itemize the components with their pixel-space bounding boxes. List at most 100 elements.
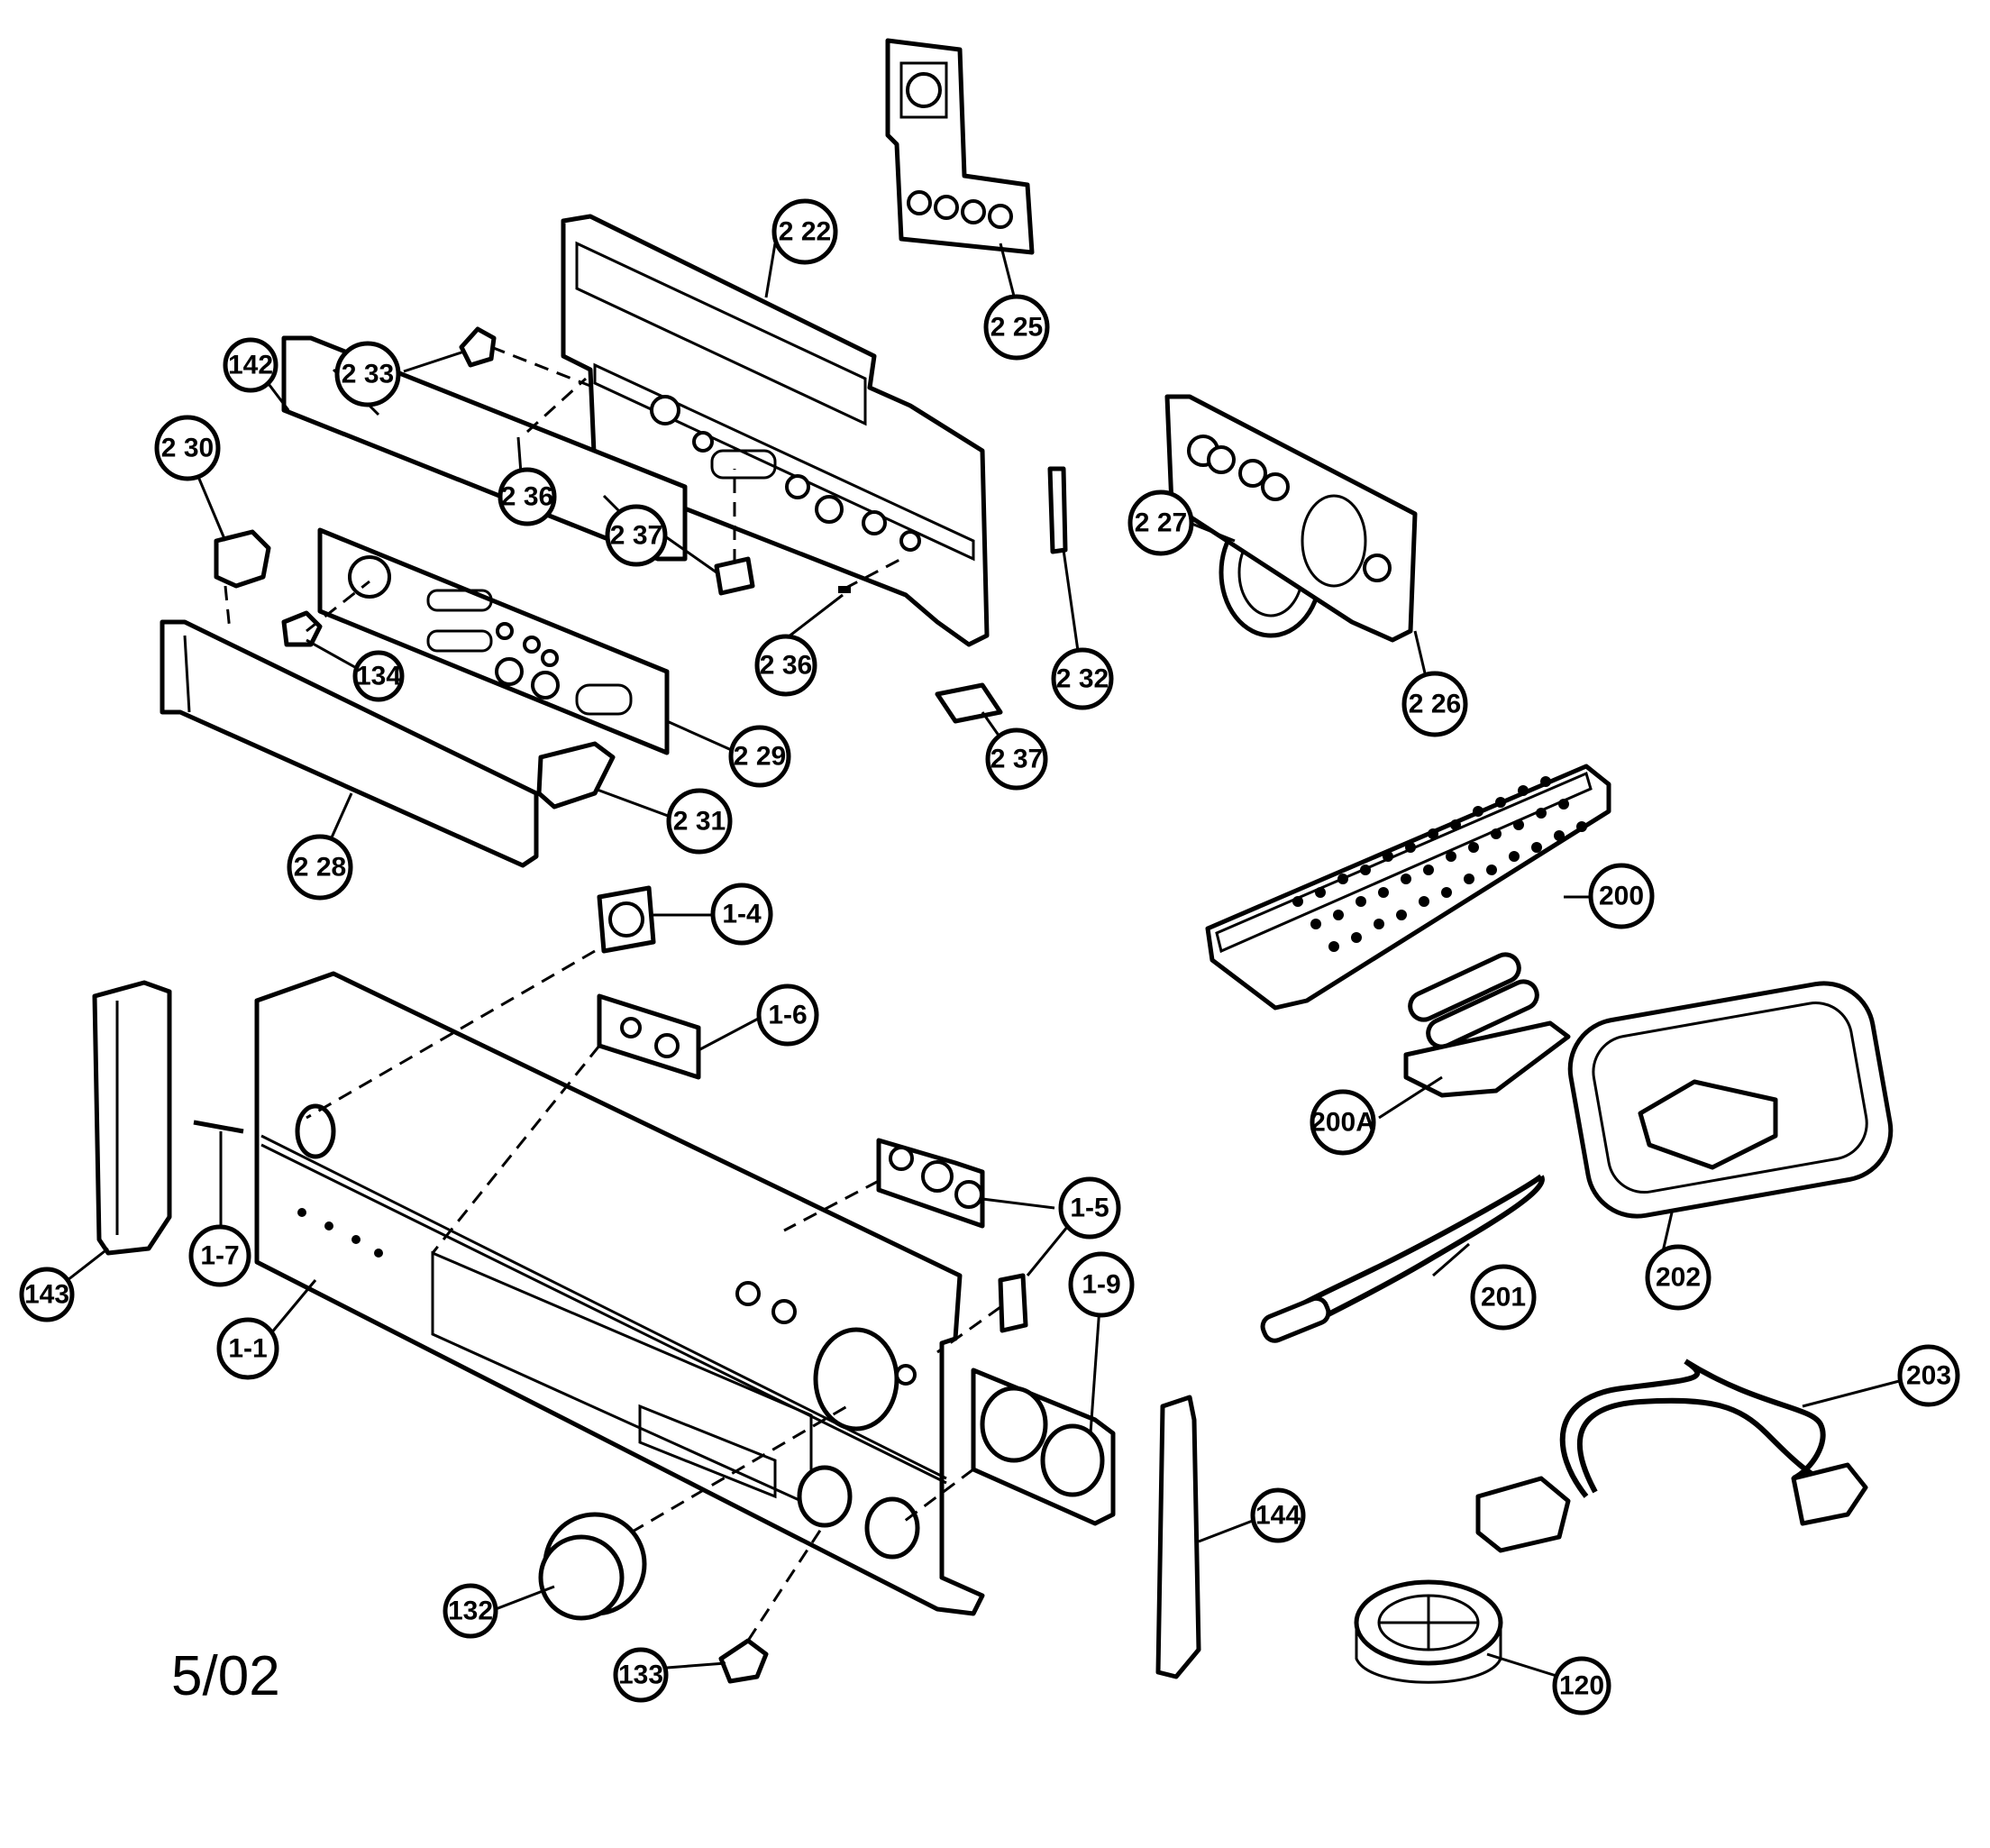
callout-120: 120 xyxy=(1552,1656,1611,1715)
callout-label: 2 33 xyxy=(342,360,394,389)
leader-line xyxy=(764,242,777,298)
callout-label: 134 xyxy=(356,662,401,691)
callout-1-4: 1-4 xyxy=(710,883,773,946)
part-2-25-terminal-bracket xyxy=(885,38,1035,255)
part-144-side-bracket xyxy=(1155,1395,1201,1679)
part-2-30-switch xyxy=(214,529,271,589)
leader-line xyxy=(981,1197,1055,1210)
callout-label: 2 36 xyxy=(760,651,812,681)
part-134-knob xyxy=(281,610,323,647)
callout-200A: 200A xyxy=(1310,1089,1376,1156)
callout-1-5: 1-5 xyxy=(1058,1176,1121,1240)
part-133-small-knob xyxy=(718,1638,769,1684)
part-143-side-bracket xyxy=(92,980,172,1256)
part-2-37-bracket-lower xyxy=(935,682,1003,724)
leader-line xyxy=(1189,521,1236,543)
callout-label: 1-1 xyxy=(228,1334,267,1364)
leader-line xyxy=(1198,1517,1258,1543)
callout-label: 2 32 xyxy=(1056,664,1109,694)
part-203-ac-cord xyxy=(1475,1359,1868,1553)
callout-label: 2 31 xyxy=(673,807,726,837)
assembly-line xyxy=(783,1179,880,1232)
callout-2-36-upper: 2 36 xyxy=(498,467,557,526)
part-1-5-jack-plate xyxy=(876,1138,985,1229)
callout-label: 132 xyxy=(448,1596,493,1626)
callout-label: 2 25 xyxy=(990,313,1043,343)
leader-line xyxy=(783,593,844,642)
callout-label: 1-9 xyxy=(1082,1270,1120,1300)
callout-2-31: 2 31 xyxy=(666,788,733,855)
callout-label: 2 30 xyxy=(161,434,214,463)
part-2-31-switch xyxy=(536,741,616,810)
leader-line xyxy=(698,1015,762,1052)
callout-label: 2 37 xyxy=(990,745,1043,774)
callout-1-6: 1-6 xyxy=(756,983,819,1047)
callout-label: 201 xyxy=(1481,1283,1526,1313)
leader-line xyxy=(1432,1242,1470,1277)
part-2-22-main-frame xyxy=(561,214,990,647)
part-132-volume-knob xyxy=(538,1512,647,1621)
callout-2-28: 2 28 xyxy=(287,834,353,901)
callout-label: 1-7 xyxy=(200,1241,239,1271)
leader-line xyxy=(1089,1306,1101,1434)
part-2-36-pin-lower xyxy=(838,586,851,593)
leader-line xyxy=(269,1279,317,1335)
callout-143: 143 xyxy=(19,1267,75,1322)
callout-label: 1-4 xyxy=(722,900,762,929)
assembly-line xyxy=(844,557,902,590)
part-1-6-jack-plate xyxy=(597,993,701,1080)
callout-2-33: 2 33 xyxy=(334,341,401,407)
leader-line xyxy=(67,1247,109,1282)
callout-2-22: 2 22 xyxy=(771,198,838,265)
callout-label: 2 26 xyxy=(1409,690,1461,719)
assembly-line xyxy=(936,1305,1001,1354)
callout-label: 2 37 xyxy=(610,521,662,551)
callout-label: 202 xyxy=(1656,1263,1701,1293)
callout-label: 133 xyxy=(618,1660,663,1690)
part-2-33-clip xyxy=(459,326,497,368)
part-2-26-rear-board xyxy=(1164,394,1418,643)
callout-label: 144 xyxy=(1255,1501,1301,1531)
leader-line xyxy=(666,1661,726,1670)
part-1-7-screw xyxy=(193,1120,244,1134)
callout-2-29: 2 29 xyxy=(728,725,791,788)
leader-line xyxy=(1378,1075,1443,1120)
part-1-5-small-jack xyxy=(998,1273,1028,1333)
callout-142: 142 xyxy=(223,337,278,393)
assembly-line xyxy=(900,1468,974,1525)
callout-label: 200A xyxy=(1310,1108,1375,1138)
remote-button-grid xyxy=(1292,776,1587,952)
callout-200: 200 xyxy=(1588,863,1655,929)
callout-label: 2 29 xyxy=(734,742,786,772)
callout-201: 201 xyxy=(1470,1264,1537,1331)
callout-label: 142 xyxy=(228,351,273,380)
assembly-line xyxy=(306,949,596,1120)
leader-line xyxy=(516,436,523,474)
callout-label: 1-5 xyxy=(1070,1194,1109,1223)
callout-2-27: 2 27 xyxy=(1127,489,1194,556)
part-120-foot xyxy=(1354,1579,1503,1684)
assembly-line xyxy=(525,377,588,434)
leader-line xyxy=(1486,1652,1560,1679)
callout-label: 143 xyxy=(24,1280,69,1310)
leader-line xyxy=(1802,1377,1907,1408)
callout-1-9: 1-9 xyxy=(1068,1251,1135,1318)
part-1-9-jack-bracket xyxy=(971,1368,1116,1526)
part-202-loop-antenna xyxy=(1567,981,1894,1219)
callout-1-7: 1-7 xyxy=(188,1224,251,1287)
callout-2-25: 2 25 xyxy=(983,294,1050,361)
callout-144: 144 xyxy=(1250,1487,1306,1543)
part-2-37-bracket-upper xyxy=(714,556,755,596)
callout-133: 133 xyxy=(613,1647,669,1703)
part-200A-battery-cover xyxy=(1403,1020,1571,1098)
callout-label: 203 xyxy=(1906,1361,1951,1391)
callout-label: 120 xyxy=(1559,1671,1604,1701)
callout-1-1: 1-1 xyxy=(216,1317,279,1380)
part-200-batteries xyxy=(1408,952,1539,1049)
assembly-line xyxy=(431,1045,601,1254)
assembly-line xyxy=(746,1523,826,1642)
part-2-28-face-plate xyxy=(160,619,539,868)
callout-202: 202 xyxy=(1645,1244,1712,1311)
callout-2-26: 2 26 xyxy=(1401,671,1468,737)
